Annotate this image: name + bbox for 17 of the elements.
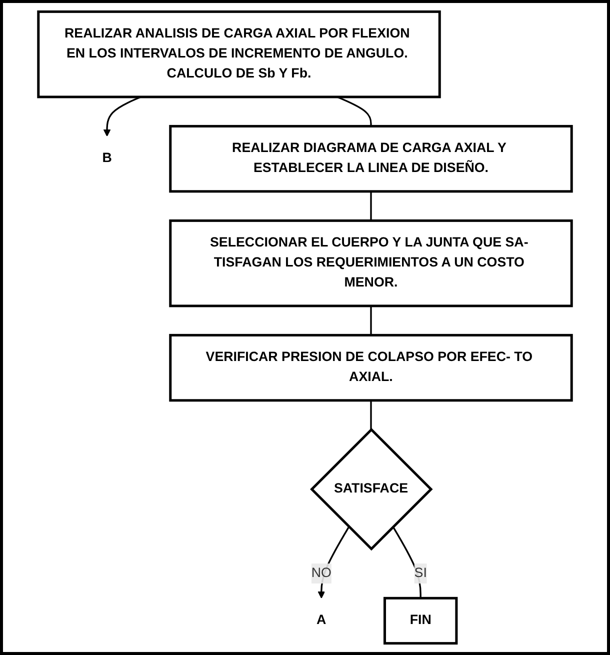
node-box: REALIZAR ANALISIS DE CARGA AXIAL POR FLEXION EN LOS INTERVALOS DE INCREMENTO DE ANGULO. CALCULO DE Sb Y Fb. [37,10,441,98]
node-text: A [316,613,326,628]
connector [370,306,372,336]
node-box: SELECCIONAR EL CUERPO Y LA JUNTA QUE SA- TISFAGAN LOS REQUERIMIENTOS A UN COSTO MENOR. [169,219,573,308]
node-diamond: SATISFACE [310,428,433,551]
node-box: VERIFICAR PRESION DE COLAPSO POR EFEC- TO AXIAL. [169,334,573,402]
node-box: REALIZAR DIAGRAMA DE CARGA AXIAL Y ESTABLECER LA LINEA DE DISEÑO. [169,124,573,193]
node-text: B [102,151,112,166]
edge-label: NO [311,566,332,580]
arrow [103,96,142,137]
node-box: FIN [383,596,458,645]
connector [370,191,372,221]
connector [392,526,422,598]
edge-label: SI [414,566,427,580]
arrow [318,526,350,598]
connector [336,96,372,126]
connector [370,400,372,430]
